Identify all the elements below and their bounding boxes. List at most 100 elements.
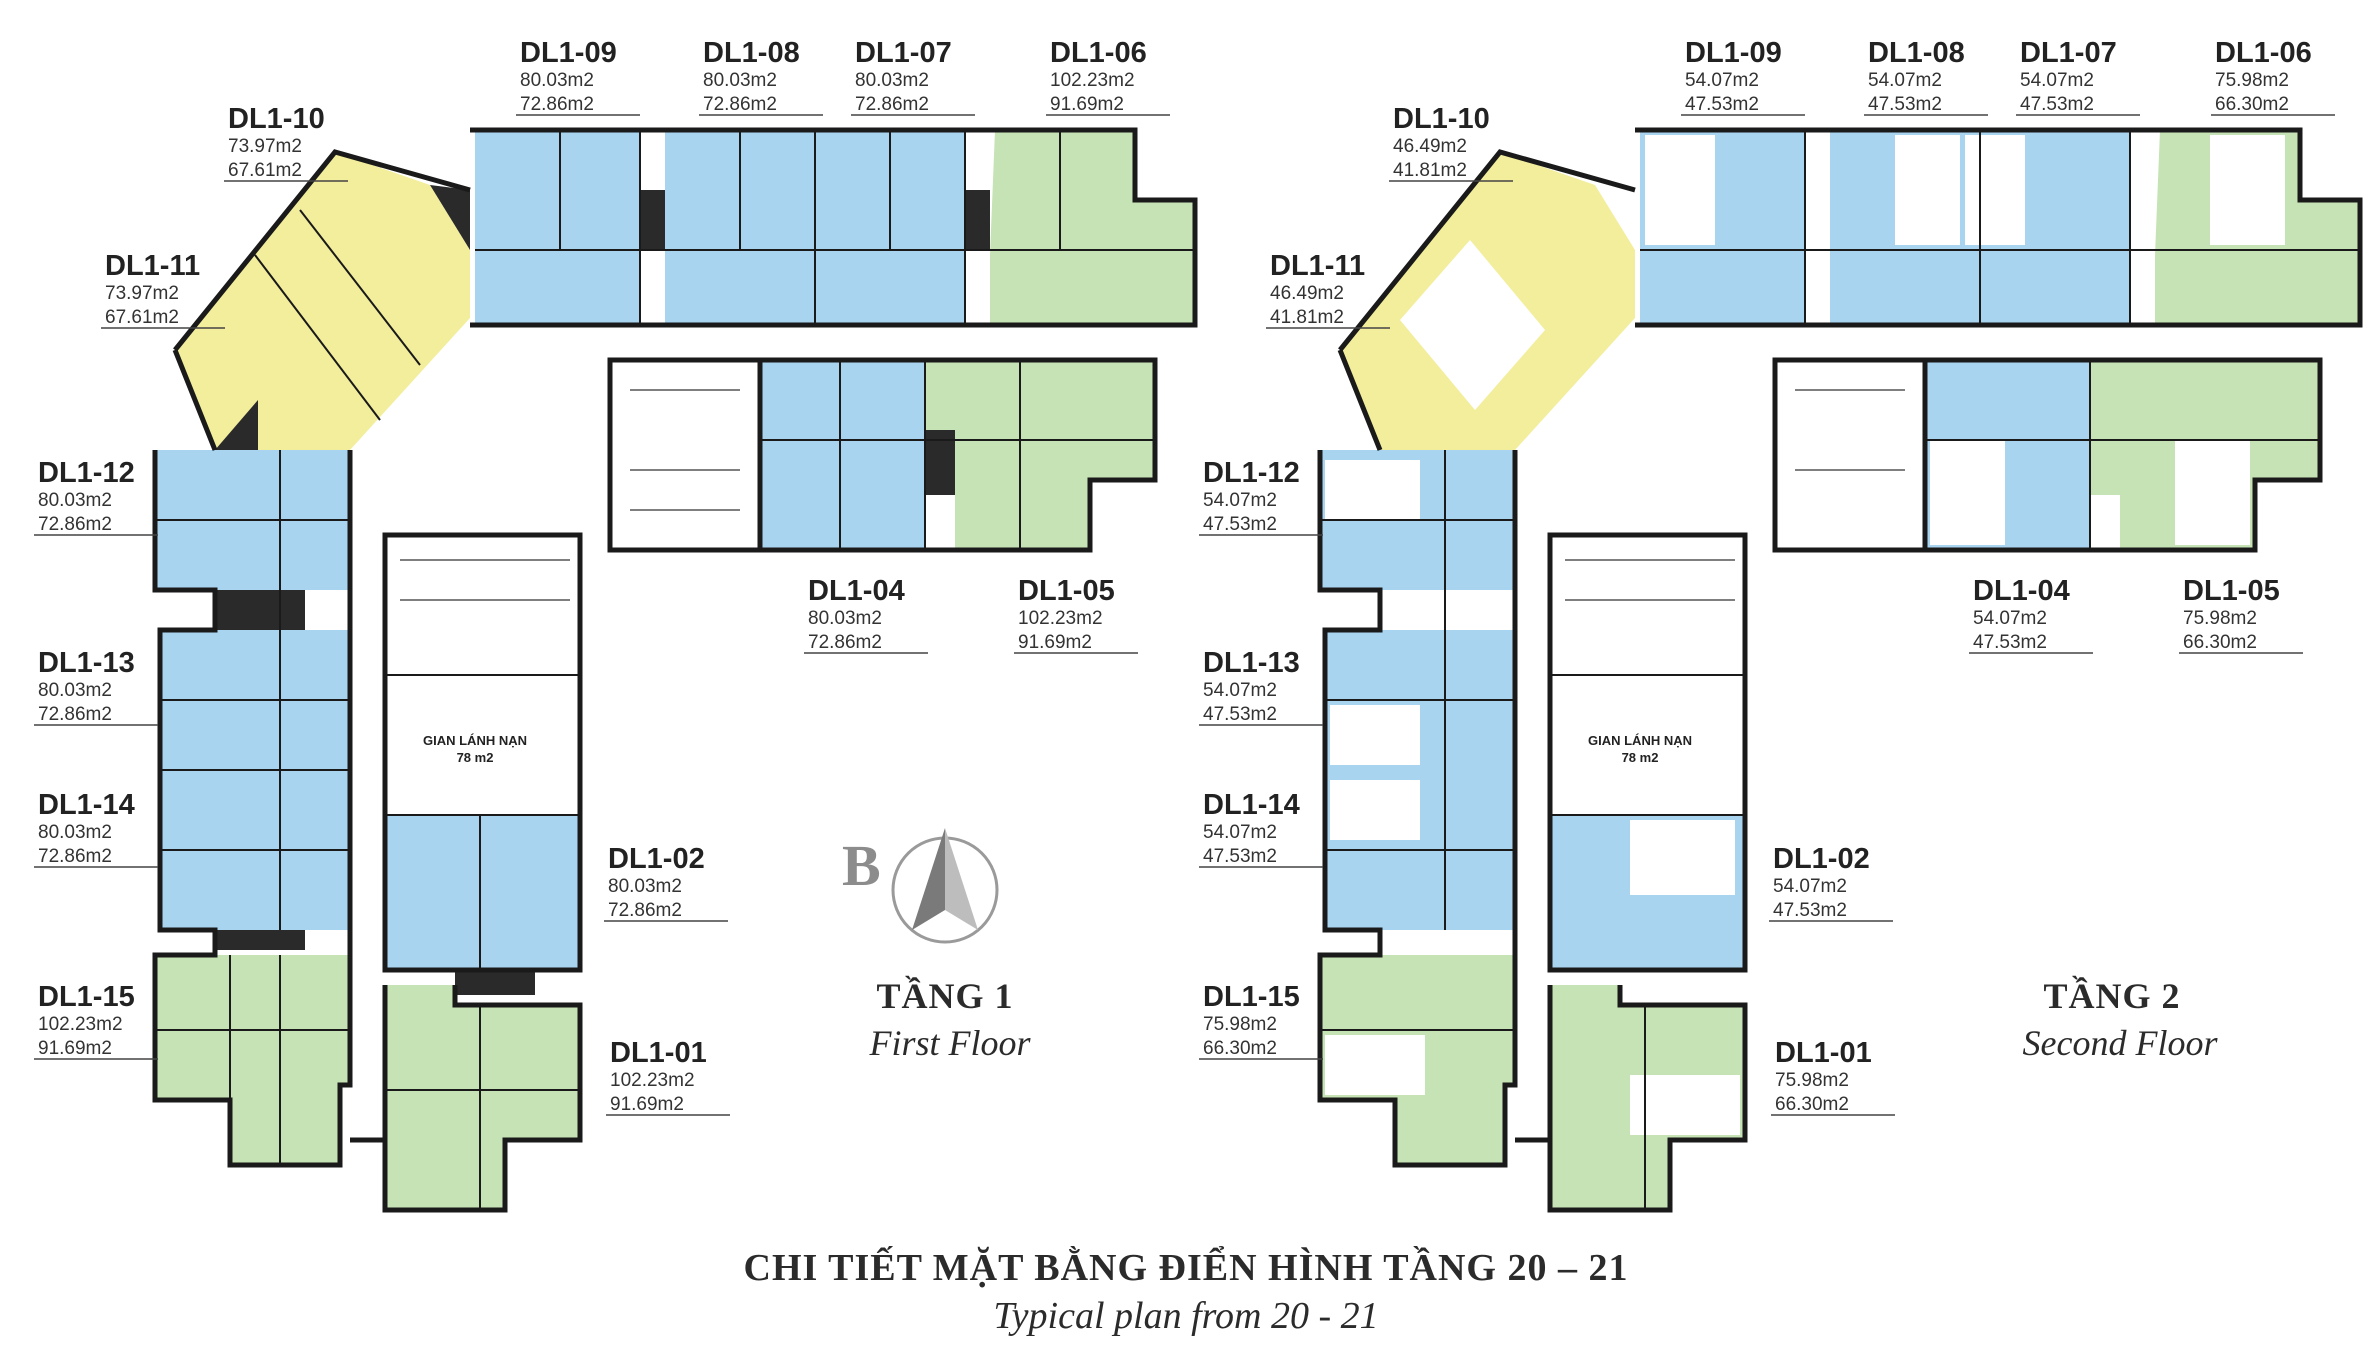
floor1-unit-label-dl1-09-area2: 72.86m2 <box>520 94 594 115</box>
floor1-unit-label-dl1-05-area2: 91.69m2 <box>1018 632 1092 653</box>
floor2-unit-label-dl1-02-area2: 47.53m2 <box>1773 900 1847 921</box>
floor2-balcony-dl1-04 <box>1930 440 2005 545</box>
floor2-unit-label-dl1-11-area1: 46.49m2 <box>1270 283 1344 304</box>
page-title: CHI TIẾT MẶT BẰNG ĐIỂN HÌNH TẦNG 20 – 21 <box>744 1246 1629 1289</box>
floor1-unit-dl1-09[interactable] <box>475 130 640 325</box>
floor1-top-shaft-2 <box>965 190 990 250</box>
floor1-corner-shaft-2 <box>215 400 258 450</box>
floor2-unit-label-dl1-04-area2: 47.53m2 <box>1973 632 2047 653</box>
floor1-unit-label-dl1-12-area1: 80.03m2 <box>38 490 112 511</box>
floor2-balcony-dl1-14 <box>1330 780 1420 840</box>
floor2-unit-label-dl1-07-area1: 54.07m2 <box>2020 70 2094 91</box>
floor1-stair-core-2 <box>385 535 580 655</box>
floor1-unit-label-dl1-13-code: DL1-13 <box>38 647 135 679</box>
floor1-unit-label-dl1-07-area2: 72.86m2 <box>855 94 929 115</box>
floor1-unit-label-dl1-09-area1: 80.03m2 <box>520 70 594 91</box>
floor2-unit-label-dl1-13-area2: 47.53m2 <box>1203 704 1277 725</box>
floor1-unit-label-dl1-10-code: DL1-10 <box>228 103 325 135</box>
floor1-unit-label-dl1-08-code: DL1-08 <box>703 37 800 69</box>
floor1-unit-label-dl1-04-code: DL1-04 <box>808 575 905 607</box>
floor1-unit-label-dl1-14-area1: 80.03m2 <box>38 822 112 843</box>
floor1-unit-label-dl1-15-code: DL1-15 <box>38 981 135 1013</box>
floor2-unit-label-dl1-02-area1: 54.07m2 <box>1773 876 1847 897</box>
floor1-unit-label-dl1-06-area1: 102.23m2 <box>1050 70 1135 91</box>
floor2-unit-label-dl1-14-area2: 47.53m2 <box>1203 846 1277 867</box>
floor1-unit-dl1-15[interactable] <box>155 955 350 1165</box>
floor2-unit-label-dl1-09-area2: 47.53m2 <box>1685 94 1759 115</box>
floor1-unit-label-dl1-10-area1: 73.97m2 <box>228 136 302 157</box>
floor2-unit-label-dl1-10-code: DL1-10 <box>1393 103 1490 135</box>
floor1-unit-label-dl1-12-code: DL1-12 <box>38 457 135 489</box>
floor2-unit-label-dl1-07-area2: 47.53m2 <box>2020 94 2094 115</box>
floor2-stair-core <box>1775 360 1925 550</box>
floor1-unit-label-dl1-06-code: DL1-06 <box>1050 37 1147 69</box>
floor2-balcony-dl1-06 <box>2210 135 2285 245</box>
floor1-common-area-label: GIAN LÁNH NẠN <box>423 733 527 748</box>
floor2-unit-label-dl1-07-code: DL1-07 <box>2020 37 2117 69</box>
floor1-building <box>152 127 1198 1213</box>
floor1-unit-label-dl1-11-area1: 73.97m2 <box>105 283 179 304</box>
floor1-unit-label-dl1-11-code: DL1-11 <box>105 250 200 282</box>
compass-icon <box>891 828 999 944</box>
floor1-unit-label-dl1-15-area1: 102.23m2 <box>38 1014 123 1035</box>
floor1-title: TẦNG 1 <box>876 976 1013 1016</box>
floor1-unit-label-dl1-11-area2: 67.61m2 <box>105 307 179 328</box>
floor1-unit-block-dl1-10-11[interactable] <box>175 152 470 450</box>
floor1-unit-label-dl1-05-code: DL1-05 <box>1018 575 1115 607</box>
floor1-unit-dl1-04[interactable] <box>760 360 925 550</box>
floor2-unit-labels: DL1-0175.98m266.30m2DL1-0254.07m247.53m2… <box>1199 37 2335 1116</box>
floor2-common-area-size: 78 m2 <box>1622 750 1659 765</box>
floor2-unit-label-dl1-12-code: DL1-12 <box>1203 457 1300 489</box>
floor2-subtitle: Second Floor <box>2023 1023 2219 1063</box>
floor1-unit-label-dl1-08-area2: 72.86m2 <box>703 94 777 115</box>
floor2-unit-label-dl1-13-area1: 54.07m2 <box>1203 680 1277 701</box>
floor2-unit-label-dl1-15-code: DL1-15 <box>1203 981 1300 1013</box>
floor2-balcony-dl1-05 <box>2175 440 2250 545</box>
floor2-common-area-label: GIAN LÁNH NẠN <box>1588 733 1692 748</box>
floor1-left-shaft <box>215 590 305 630</box>
page-subtitle: Typical plan from 20 - 21 <box>993 1295 1378 1337</box>
floor1-unit-label-dl1-02-area1: 80.03m2 <box>608 876 682 897</box>
floor1-unit-dl1-06[interactable] <box>990 130 1195 325</box>
floor1-unit-label-dl1-04-area2: 72.86m2 <box>808 632 882 653</box>
floor1-left-shaft-2 <box>215 930 305 950</box>
floor2-unit-label-dl1-04-code: DL1-04 <box>1973 575 2070 607</box>
floor1-unit-dl1-02[interactable] <box>385 815 580 970</box>
floor1-corner-shaft <box>430 185 470 250</box>
floor2-balcony-dl1-02 <box>1630 820 1735 895</box>
floor1-unit-dl1-01[interactable] <box>385 985 580 1210</box>
floor1-unit-label-dl1-04-area1: 80.03m2 <box>808 608 882 629</box>
floor2-unit-label-dl1-10-area1: 46.49m2 <box>1393 136 1467 157</box>
floor2-balcony-dl1-08 <box>1895 135 1960 245</box>
floor2-unit-label-dl1-06-code: DL1-06 <box>2215 37 2312 69</box>
floor2-balcony-dl1-10 <box>1400 240 1545 410</box>
floor2-unit-label-dl1-05-area2: 66.30m2 <box>2183 632 2257 653</box>
floor2-unit-label-dl1-12-area1: 54.07m2 <box>1203 490 1277 511</box>
floor1-unit-label-dl1-14-code: DL1-14 <box>38 789 135 821</box>
floor1-unit-dl1-05[interactable] <box>925 360 1155 550</box>
floor2-unit-label-dl1-15-area1: 75.98m2 <box>1203 1014 1277 1035</box>
floor1-unit-label-dl1-06-area2: 91.69m2 <box>1050 94 1124 115</box>
floor2-balcony-dl1-07 <box>1965 135 2025 245</box>
floor1-unit-label-dl1-05-area1: 102.23m2 <box>1018 608 1103 629</box>
floor1-unit-label-dl1-12-area2: 72.86m2 <box>38 514 112 535</box>
floor1-unit-label-dl1-02-code: DL1-02 <box>608 843 705 875</box>
floor2-unit-label-dl1-10-area2: 41.81m2 <box>1393 160 1467 181</box>
floor2-unit-label-dl1-01-area2: 66.30m2 <box>1775 1094 1849 1115</box>
floor2-title: TẦNG 2 <box>2043 976 2180 1016</box>
floor2-unit-label-dl1-13-code: DL1-13 <box>1203 647 1300 679</box>
floor1-unit-label-dl1-14-area2: 72.86m2 <box>38 846 112 867</box>
floor2-unit-label-dl1-05-code: DL1-05 <box>2183 575 2280 607</box>
floor2-unit-label-dl1-11-code: DL1-11 <box>1270 250 1365 282</box>
floor1-unit-label-dl1-07-area1: 80.03m2 <box>855 70 929 91</box>
floor1-subtitle: First Floor <box>868 1023 1031 1063</box>
floor2-unit-label-dl1-05-area1: 75.98m2 <box>2183 608 2257 629</box>
floor1-common-area <box>385 675 580 815</box>
floor2-balcony-dl1-09 <box>1645 135 1715 245</box>
floor2-interior-partitions <box>1320 130 2360 1210</box>
floor1-unit-label-dl1-07-code: DL1-07 <box>855 37 952 69</box>
floor2-common-area <box>1550 675 1745 815</box>
floor2-unit-label-dl1-14-area1: 54.07m2 <box>1203 822 1277 843</box>
